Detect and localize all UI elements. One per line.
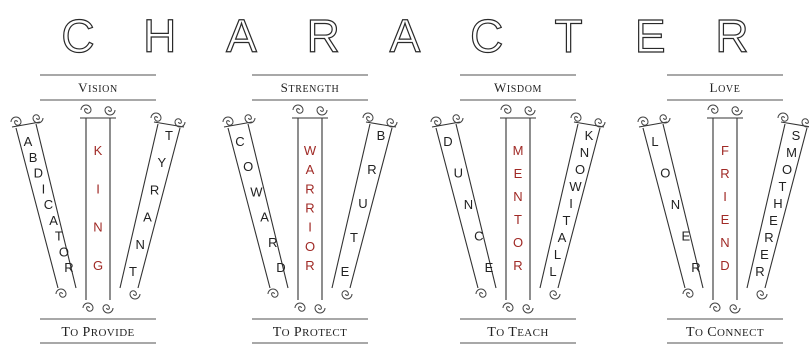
- group-footer: TO PROTECT: [273, 325, 348, 340]
- group-header: VISION: [78, 80, 118, 95]
- group-footer: TO TEACH: [487, 325, 548, 340]
- group-header: WISDOM: [494, 80, 542, 95]
- left-pillar: DUNCE: [431, 115, 496, 297]
- left-pillar: LONER: [638, 115, 703, 297]
- group-footer: TO CONNECT: [686, 325, 764, 340]
- group-header: LOVE: [710, 80, 741, 95]
- group-footer: TO PROVIDE: [61, 325, 134, 340]
- group-header: STRENGTH: [281, 80, 340, 95]
